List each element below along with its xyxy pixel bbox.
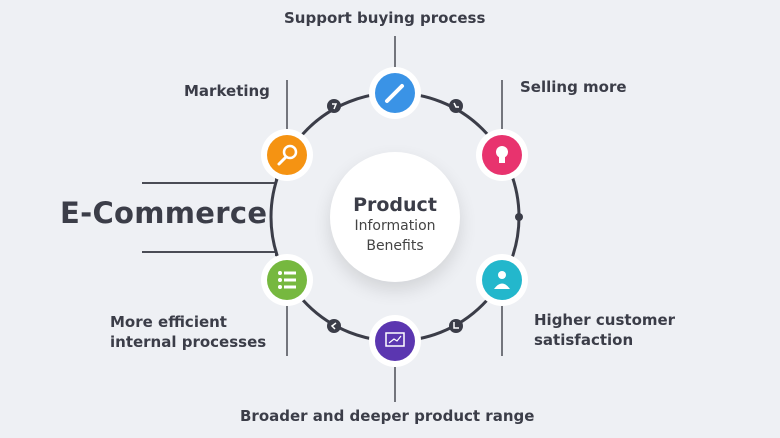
lightbulb-icon — [476, 129, 528, 181]
page-title: E-Commerce — [60, 196, 268, 230]
list-icon — [261, 254, 313, 306]
center-line2: Information — [354, 218, 436, 234]
label-support-buying-process: Support buying process — [284, 9, 486, 27]
presentation-chart-icon — [369, 315, 421, 367]
user-icon — [476, 254, 528, 306]
center-circle: Product Information Benefits — [330, 152, 460, 282]
magnifier-icon — [261, 129, 313, 181]
center-line3: Benefits — [366, 238, 424, 254]
label-selling-more: Selling more — [520, 78, 627, 96]
label-broader-product-range: Broader and deeper product range — [240, 407, 535, 425]
center-line1: Product — [353, 194, 437, 216]
pencil-icon — [369, 67, 421, 119]
icon-nodes — [261, 67, 528, 367]
label-marketing: Marketing — [184, 82, 270, 100]
